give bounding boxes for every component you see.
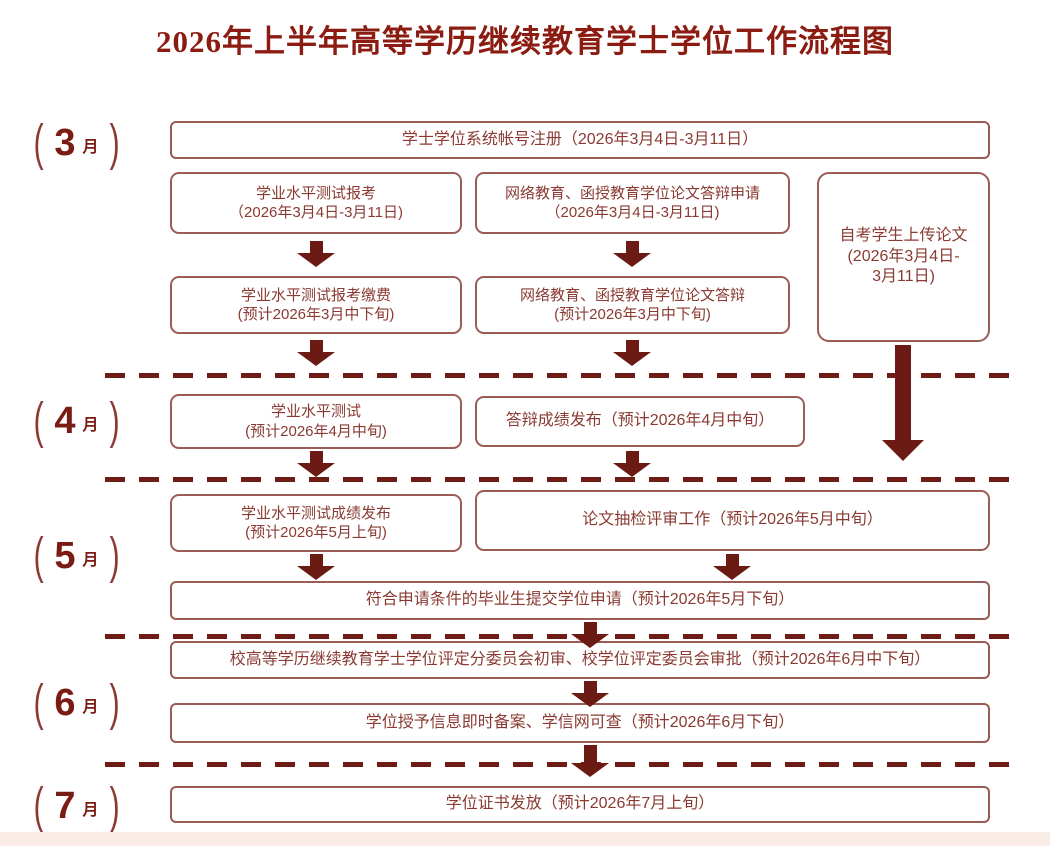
bracket-open: ( (33, 778, 44, 834)
flow-box-self-study-upload: 自考学生上传论文 (2026年3月4日- 3月11日) (817, 172, 990, 342)
month-number: 3 (54, 122, 76, 164)
arrow-down-icon (713, 554, 751, 580)
arrow-down-icon (571, 745, 609, 777)
arrow-down-icon (613, 340, 651, 366)
flow-box-thesis-defense: 网络教育、函授教育学位论文答辩 (预计2026年3月中下旬) (475, 276, 790, 334)
month-unit: 月 (82, 552, 99, 569)
month-unit: 月 (82, 699, 99, 716)
page-title: 2026年上半年高等学历继续教育学士学位工作流程图 (156, 24, 894, 59)
flow-box-defense-apply: 网络教育、函授教育学位论文答辩申请 （2026年3月4日-3月11日) (475, 172, 790, 234)
arrow-down-icon (613, 451, 651, 477)
bracket-close: ) (110, 393, 121, 449)
bracket-open: ( (33, 528, 44, 584)
month-number: 4 (54, 400, 76, 442)
month-label-july: ( 7 月 ) (32, 779, 122, 833)
flow-box-defense-result: 答辩成绩发布（预计2026年4月中旬） (475, 396, 805, 447)
arrow-down-icon (613, 241, 651, 267)
flow-box-thesis-spot-check: 论文抽检评审工作（预计2026年5月中旬） (475, 490, 990, 551)
flow-box-level-test: 学业水平测试 (预计2026年4月中旬) (170, 394, 462, 449)
bracket-close: ) (110, 115, 121, 171)
flow-box-test-payment: 学业水平测试报考缴费 (预计2026年3月中下旬) (170, 276, 462, 334)
arrow-down-icon (571, 681, 609, 707)
arrow-down-icon (297, 554, 335, 580)
flow-box-record-filing: 学位授予信息即时备案、学信网可查（预计2026年6月下旬） (170, 703, 990, 743)
bracket-open: ( (33, 675, 44, 731)
arrow-down-icon (297, 340, 335, 366)
month-label-april: ( 4 月 ) (32, 394, 122, 448)
bracket-open: ( (33, 115, 44, 171)
arrow-down-icon (297, 241, 335, 267)
month-number: 5 (54, 535, 76, 577)
arrow-down-icon (297, 451, 335, 477)
flow-box-test-result: 学业水平测试成绩发布 (预计2026年5月上旬) (170, 494, 462, 552)
month-divider-march-april (105, 373, 1012, 378)
flow-box-degree-application: 符合申请条件的毕业生提交学位申请（预计2026年5月下旬） (170, 581, 990, 620)
arrow-down-long-icon (882, 345, 924, 461)
month-unit: 月 (82, 802, 99, 819)
flow-box-account-registration: 学士学位系统帐号注册（2026年3月4日-3月11日） (170, 121, 990, 159)
month-label-may: ( 5 月 ) (32, 529, 122, 583)
flow-box-certificate-issue: 学位证书发放（预计2026年7月上旬） (170, 786, 990, 823)
arrow-down-icon (571, 622, 609, 648)
footer-strip (0, 832, 1050, 846)
month-number: 7 (54, 785, 76, 827)
month-label-march: ( 3 月 ) (32, 116, 122, 170)
month-label-june: ( 6 月 ) (32, 676, 122, 730)
bracket-close: ) (110, 778, 121, 834)
month-unit: 月 (82, 139, 99, 156)
month-divider-june-july (105, 762, 1012, 767)
month-divider-may-june (105, 634, 1012, 639)
bracket-close: ) (110, 528, 121, 584)
month-unit: 月 (82, 417, 99, 434)
month-divider-april-may (105, 477, 1012, 482)
month-number: 6 (54, 682, 76, 724)
flow-box-test-apply: 学业水平测试报考 （2026年3月4日-3月11日) (170, 172, 462, 234)
bracket-open: ( (33, 393, 44, 449)
bracket-close: ) (110, 675, 121, 731)
